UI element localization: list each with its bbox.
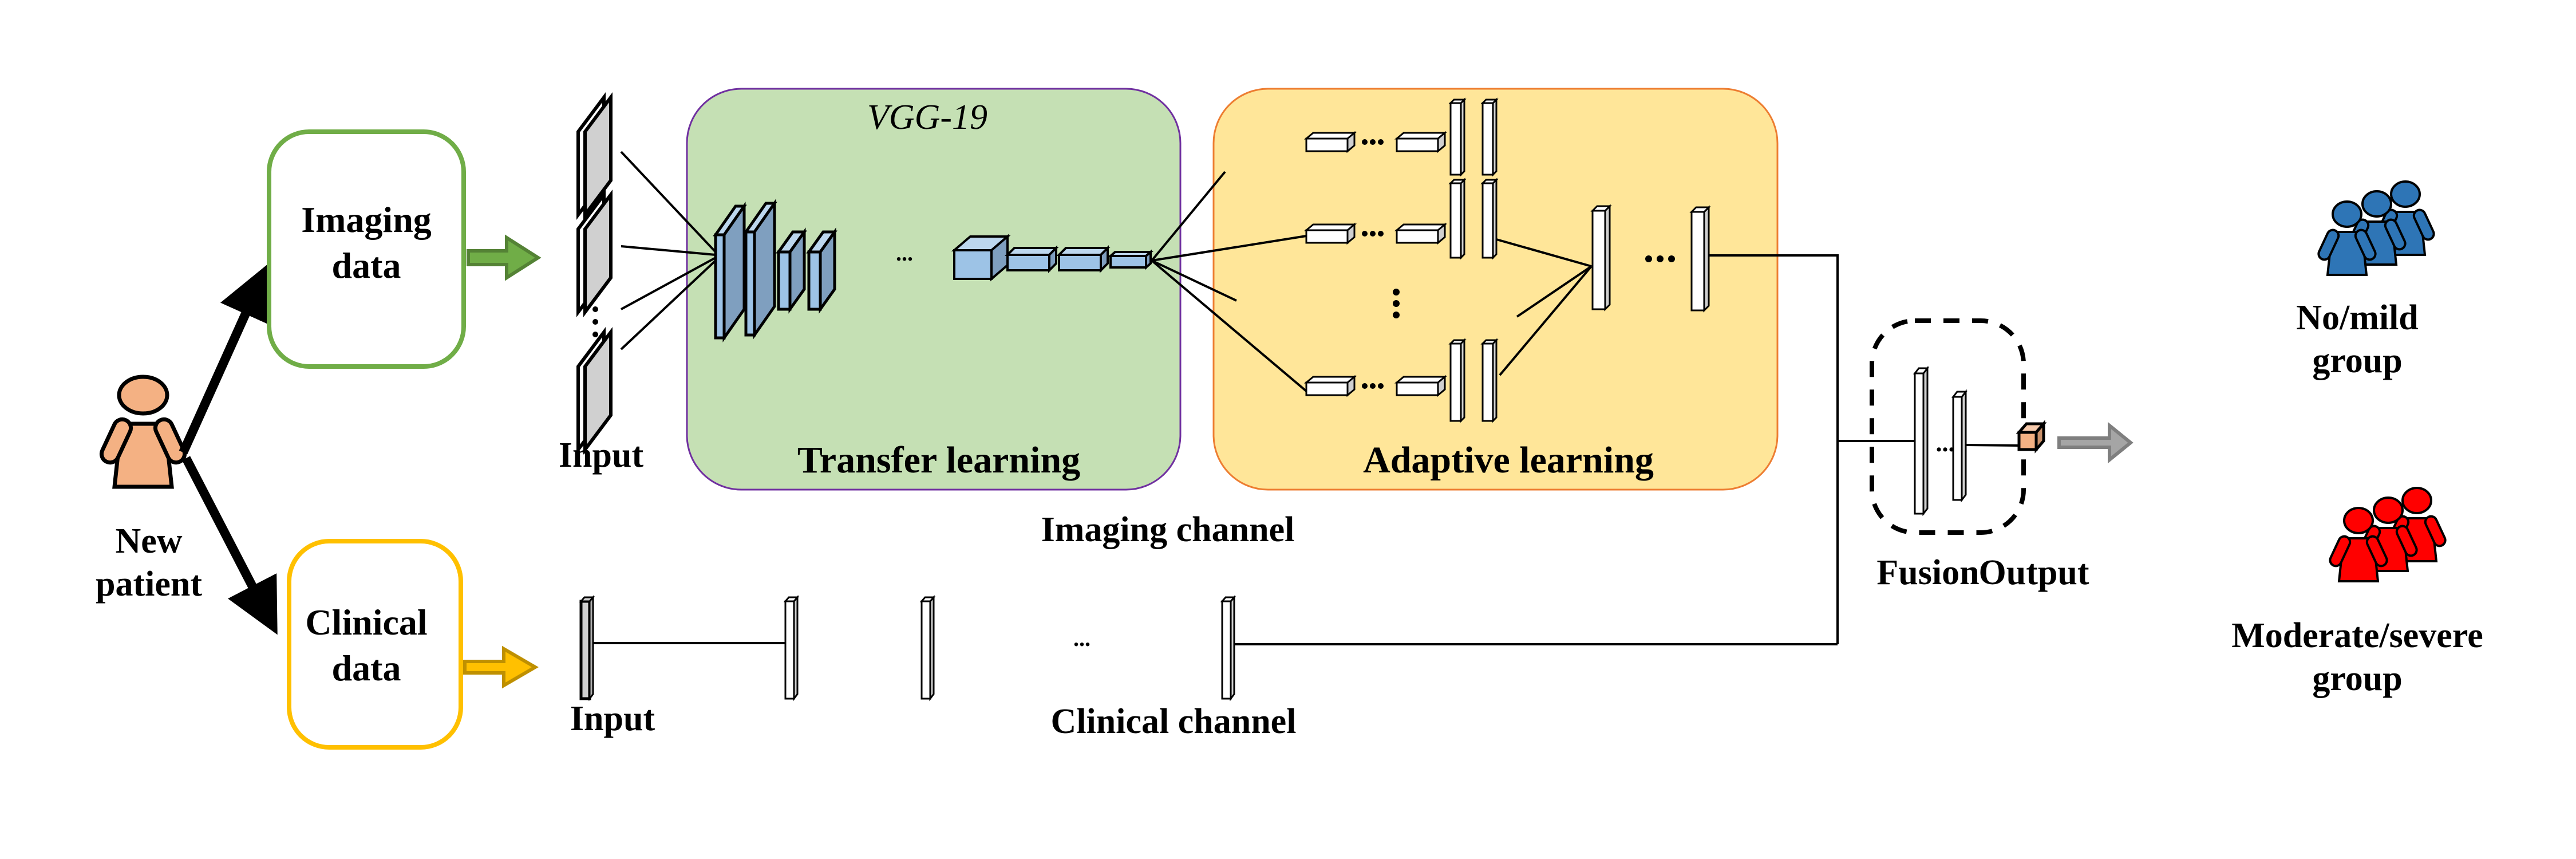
clinical-channel-label: Clinical channel [1051,702,1297,741]
adaptive-dense-layers [1590,204,1711,313]
no-mild-group-line1: No/mild [2296,298,2419,337]
imaging-channel-label: Imaging channel [1041,510,1295,549]
transfer-learning-panel [686,88,1182,491]
fusion-ellipsis: ... [1936,429,1955,457]
imaging-data-line1: Imaging [301,199,432,240]
fusion-label: Fusion [1876,553,1979,592]
imaging-input-label: Input [559,436,644,475]
imaging-data-box [267,129,466,369]
clinical-input-label: Input [570,699,655,738]
moderate-severe-group-icon [2327,487,2448,582]
merge-connections [1496,238,1593,376]
arrow-to-imaging [179,263,271,455]
output-gray-arrow-icon [2057,421,2134,464]
imaging-to-fusion-connector [1709,254,1839,644]
dense-ellipsis-icon [1645,255,1675,262]
moderate-severe-group-line2: group [2312,659,2402,698]
clinical-layers [579,594,1236,702]
no-mild-group-line2: group [2312,341,2402,380]
input-connections [620,151,717,350]
vgg-ellipsis: ... [896,240,913,266]
green-arrow-icon [467,234,542,281]
clinical-data-line2: data [332,648,401,688]
vgg-dense-blocks [951,234,1154,282]
clinical-ellipsis: ... [1073,625,1091,651]
output-cube-icon [2016,420,2047,454]
clinical-data-box [287,539,463,750]
vgg-conv-blocks [713,199,837,342]
moderate-severe-group-line1: Moderate/severe [2231,616,2483,655]
fusion-to-output-line [1965,444,2020,447]
adaptive-learning-label: Adaptive learning [1363,439,1654,481]
vertical-ellipsis-icon [592,306,598,337]
arrow-to-clinical [181,456,278,635]
yellow-arrow-icon [463,645,539,689]
no-mild-group-icon [2316,180,2437,276]
branch-connections [1151,171,1307,392]
patient-label-line2: patient [96,565,202,604]
imaging-input-slices [576,92,613,455]
output-label: Output [1979,553,2089,592]
row-ellipsis-icons [1362,139,1400,389]
adaptive-tall-bars [1448,97,1499,423]
transfer-learning-label: Transfer learning [797,439,1080,481]
fusion-box [1870,318,2026,535]
fusion-layers [1913,365,1968,517]
clinical-data-line1: Clinical [305,602,427,643]
adaptive-branch-rows [1303,131,1448,397]
vgg19-title: VGG-19 [867,98,987,137]
patient-label-line1: New [115,522,182,561]
imaging-data-line2: data [332,245,401,286]
new-patient-icon [99,377,188,487]
